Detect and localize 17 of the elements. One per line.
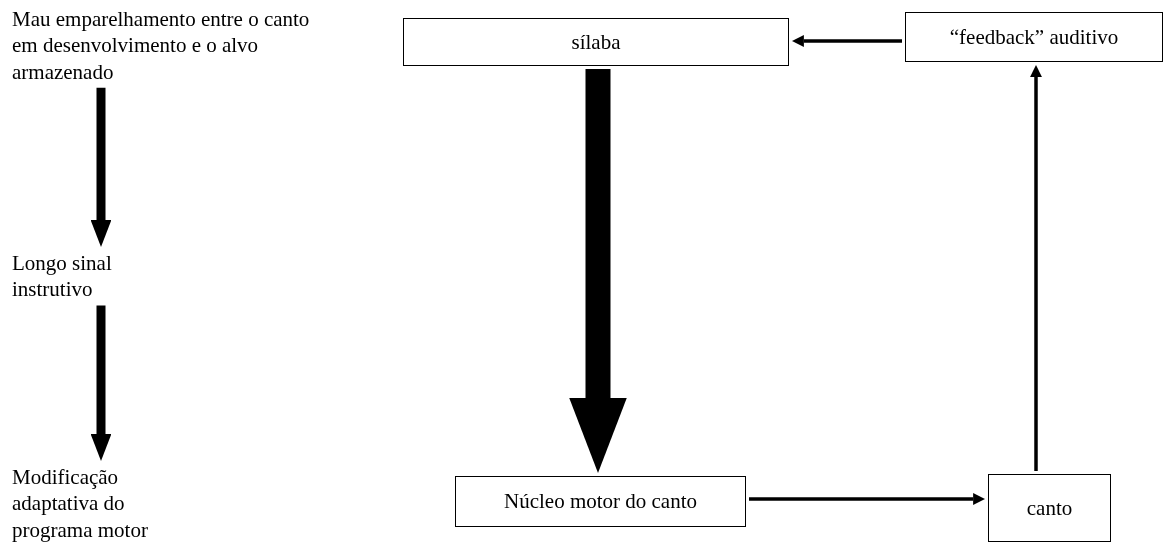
box-label: Núcleo motor do canto <box>504 489 697 514</box>
arrow <box>749 493 985 505</box>
arrow <box>90 305 112 461</box>
arrow <box>90 87 112 247</box>
box-label: canto <box>1026 495 1073 521</box>
arrow <box>792 35 902 47</box>
step-text: Modificação adaptativa do programa motor <box>12 464 149 543</box>
process-box <box>905 12 1163 62</box>
step-text: Longo sinal instrutivo <box>12 250 113 303</box>
process-box <box>403 18 789 66</box>
arrow <box>569 69 627 473</box>
box-label: “feedback” auditivo <box>949 24 1119 50</box>
process-box <box>988 474 1111 542</box>
step-text: Mau emparelhamento entre o canto em desenvolvimento e o alvo armazenado <box>12 6 311 85</box>
box-label: sílaba <box>571 29 621 55</box>
arrow <box>1030 65 1042 471</box>
process-box <box>455 476 746 527</box>
